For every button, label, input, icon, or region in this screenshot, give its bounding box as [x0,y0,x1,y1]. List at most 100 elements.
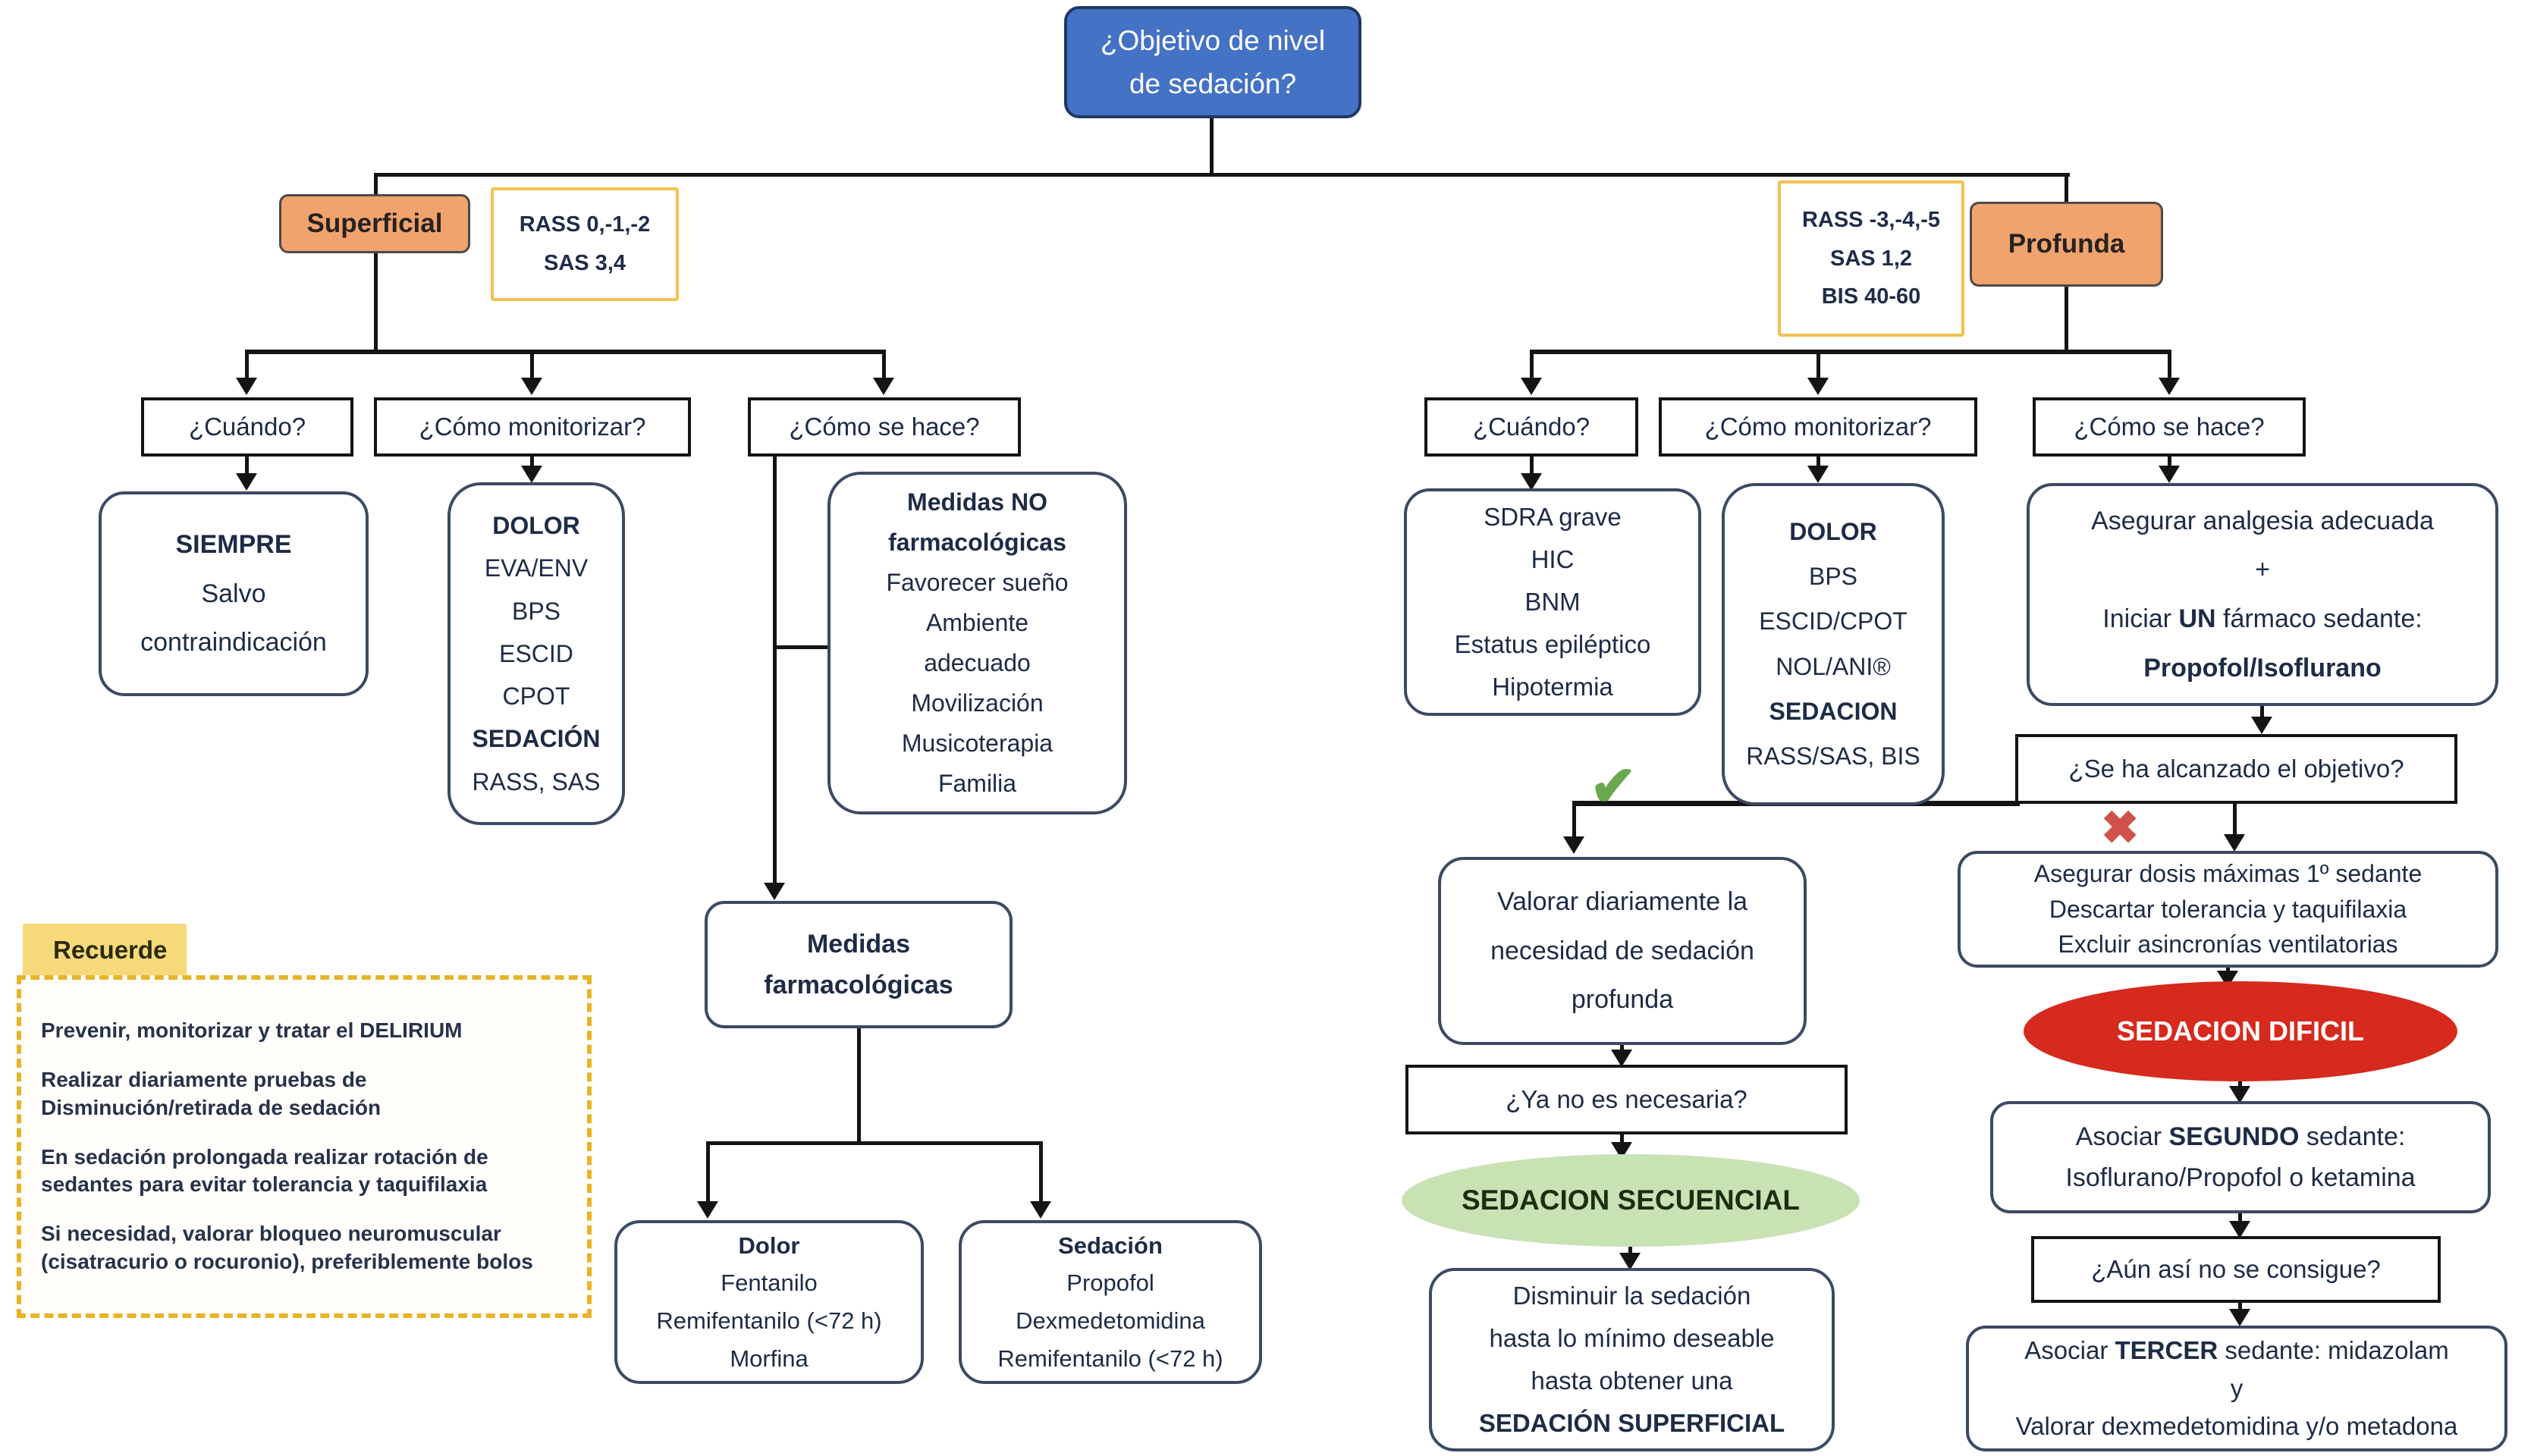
text-line: SDRA grave [1484,502,1622,531]
text-line: Propofol/Isoflurano [2143,653,2382,682]
text-line: DOLOR [1789,517,1877,545]
arrowhead-icon [1521,473,1542,491]
text-line: farmacológicas [764,971,953,999]
text-line: adecuado [924,649,1031,676]
text-line: Dolor [738,1232,800,1259]
still-not-achieved-question: ¿Aún así no se consigue? [2031,1236,2441,1303]
text-line: RASS -3,-4,-5 [1801,207,1941,232]
text-line: BNM [1524,587,1581,616]
text-line: SEDACIÓN SUPERFICIAL [1478,1409,1785,1438]
arrowhead-icon [1807,466,1829,483]
arrowhead-icon [521,466,542,483]
text-line: y [2230,1373,2244,1402]
arrowhead-icon [236,378,257,395]
arrowhead-icon [2229,1221,2250,1238]
ensure-analgesia-box: Asegurar analgesia adecuada+Iniciar UN f… [2027,483,2498,706]
question-when-right: ¿Cuándo? [1424,397,1638,457]
connector-line [245,457,249,475]
text-line: SEDACIÓN [472,725,601,753]
text-line: Profunda [2008,229,2125,259]
text-line: RASS/SAS, BIS [1746,742,1920,770]
text-line: SEDACION DIFICIL [2116,1015,2364,1046]
arrowhead-icon [236,473,257,491]
arrowhead-icon [1563,836,1584,854]
text-line: hasta obtener una [1531,1367,1733,1395]
arrowhead-icon [2251,717,2272,734]
cross-icon: ✖ [2101,802,2140,853]
text-line: BPS [511,597,561,625]
text-line: Valorar dexmedetomidina y/o metadona [2015,1412,2458,1441]
connector-line [1530,350,2171,354]
arrowhead-icon [697,1201,718,1219]
connector-line [2238,1303,2242,1312]
branch-superficial-box: Superficial [279,194,470,253]
connector-line [1210,118,1214,176]
text-line: BIS 40-60 [1821,284,1921,309]
text-line: hasta lo mínimo deseable [1489,1323,1775,1352]
no-longer-needed-question: ¿Ya no es necesaria? [1405,1065,1848,1134]
connector-line [1628,1247,1632,1257]
text-line: Salvo [201,579,266,608]
text-line: contraindicación [140,628,327,657]
text-line: de sedación? [1129,68,1297,99]
connector-line [773,457,777,884]
arrowhead-icon [2159,466,2180,483]
arrowhead-icon [1611,1050,1632,1067]
text-line: Fentanilo [721,1269,818,1297]
connector-line [245,350,886,354]
connector-line [2065,173,2068,205]
text-line: SAS 3,4 [544,251,626,275]
arrowhead-icon [1521,378,1542,395]
arrowhead-icon [1807,378,1829,395]
text-line: BPS [1808,563,1858,591]
text-line: SAS 1,2 [1830,246,1912,271]
text-line: RASS, SAS [472,767,601,795]
connector-line [2233,804,2237,836]
text-line: DOLOR [492,511,580,539]
text-line: farmacológicas [888,528,1066,556]
second-sedative-box: Asociar SEGUNDO sedante:Isoflurano/Propo… [1990,1101,2491,1213]
text-line: SEDACION [1769,697,1898,725]
text-line: Superficial [306,209,443,238]
connector-line [773,645,829,649]
connector-line [2168,350,2171,378]
text-line: Asegurar dosis máximas 1º sedante [2033,859,2423,887]
check-icon: ✔ [1590,755,1638,817]
text-line: En sedación prolongada realizar rotación… [41,1144,488,1197]
text-line: SEDACION SECUENCIAL [1461,1185,1801,1216]
text-line: Morfina [730,1345,809,1372]
text-line: Medidas [806,929,911,959]
connector-line [374,173,2070,177]
connector-line [2260,706,2264,718]
text-line: EVA/ENV [484,554,589,582]
sequential-sedation-ellipse: SEDACION SECUENCIAL [1402,1154,1860,1247]
text-line: NOL/ANI® [1776,652,1891,680]
arrowhead-icon [2229,1309,2250,1326]
connector-line [1530,350,1534,378]
text-line: ¿Cuándo? [188,413,306,441]
connector-line [706,1141,710,1202]
text-line: Asociar SEGUNDO sedante: [2075,1122,2406,1151]
text-line: ¿Cómo monitorizar? [1704,413,1932,441]
reminder-box: Prevenir, monitorizar y tratar el DELIRI… [17,975,592,1318]
text-line: RASS 0,-1,-2 [519,212,651,237]
text-line: Favorecer sueño [886,568,1069,596]
arrowhead-icon [2224,834,2245,852]
reminder-title: Recuerde [53,936,168,964]
text-line: Medidas NO [907,488,1047,516]
text-line: Movilización [911,689,1044,717]
connector-line [530,350,534,378]
text-line: ¿Objetivo de nivel [1100,24,1326,56]
text-line: Asociar TERCER sedante: midazolam [2024,1335,2449,1364]
text-line: ¿Cómo se hace? [2074,413,2265,441]
